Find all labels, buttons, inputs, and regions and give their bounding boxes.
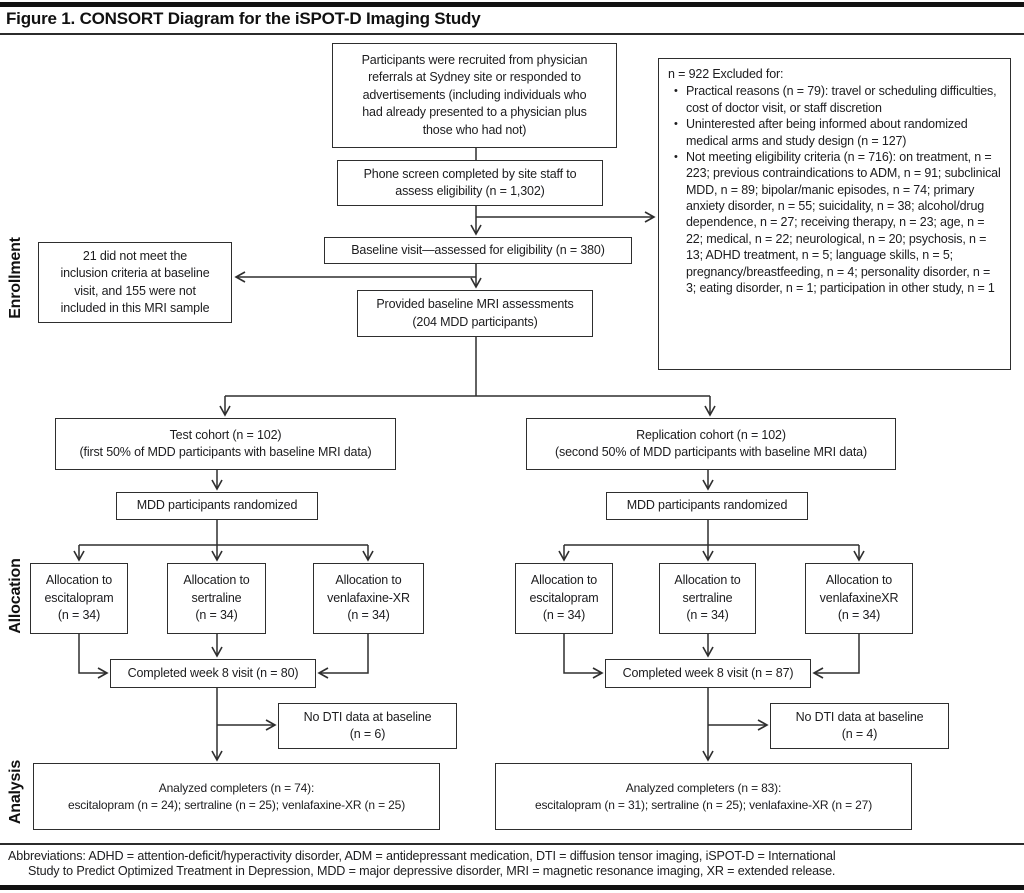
box-not-included: 21 did not meet the inclusion criteria a… [38, 242, 232, 323]
phase-label-enrollment: Enrollment [7, 237, 24, 319]
box-no-dti-right-text: No DTI data at baseline (n = 4) [795, 709, 924, 742]
abbreviations-note: Abbreviations: ADHD = attention-deficit/… [8, 849, 836, 878]
box-recruitment-text: Participants were recruited from physici… [361, 52, 588, 137]
phase-label-allocation: Allocation [7, 558, 24, 634]
excluded-item-text: Practical reasons (n = 79): travel or sc… [686, 84, 997, 115]
box-baseline-visit: Baseline visit—assessed for eligibility … [324, 237, 632, 264]
box-analyzed-right: Analyzed completers (n = 83): escitalopr… [495, 763, 912, 830]
box-no-dti-left-text: No DTI data at baseline (n = 6) [303, 709, 432, 742]
box-recruitment: Participants were recruited from physici… [332, 43, 617, 148]
box-randomized-right: MDD participants randomized [606, 492, 808, 520]
box-alloc-sertraline-right: Allocation to sertraline (n = 34) [659, 563, 756, 634]
box-alloc-text: Allocation to escitalopram (n = 34) [529, 573, 599, 623]
excluded-item: • Uninterested after being informed abou… [668, 116, 1002, 149]
figure-title: Figure 1. CONSORT Diagram for the iSPOT-… [6, 9, 481, 28]
arrow-allocL3-to-completed [317, 634, 369, 679]
box-not-included-text: 21 did not meet the inclusion criteria a… [60, 248, 210, 316]
box-completed-left-text: Completed week 8 visit (n = 80) [127, 665, 299, 680]
box-analyzed-left: Analyzed completers (n = 74): escitalopr… [33, 763, 440, 830]
excluded-header: n = 922 Excluded for: [668, 67, 784, 81]
box-test-cohort: Test cohort (n = 102) (first 50% of MDD … [55, 418, 396, 470]
box-phone-screen-text: Phone screen completed by site staff to … [363, 166, 577, 199]
box-alloc-text: Allocation to escitalopram (n = 34) [44, 573, 114, 623]
box-alloc-sertraline-left: Allocation to sertraline (n = 34) [167, 563, 266, 634]
box-randomized-left-text: MDD participants randomized [136, 498, 298, 513]
bullet-icon: • [674, 118, 678, 131]
box-randomized-right-text: MDD participants randomized [626, 498, 788, 513]
excluded-item: • Practical reasons (n = 79): travel or … [668, 83, 1002, 116]
box-analyzed-right-text: Analyzed completers (n = 83): escitalopr… [534, 780, 873, 812]
box-no-dti-left: No DTI data at baseline (n = 6) [278, 703, 457, 749]
arrow-allocL1-to-completed [78, 634, 109, 679]
box-alloc-text: Allocation to venlafaxine-XR (n = 34) [327, 573, 410, 623]
title-underline-rule [0, 33, 1024, 35]
box-phone-screen: Phone screen completed by site staff to … [337, 160, 603, 206]
excluded-item: • Not meeting eligibility criteria (n = … [668, 149, 1002, 296]
phase-label-analysis: Analysis [7, 759, 24, 825]
footer-top-rule [0, 843, 1024, 845]
box-baseline-visit-text: Baseline visit—assessed for eligibility … [351, 242, 605, 257]
arrow-allocR1-to-completed [563, 634, 604, 679]
box-randomized-left: MDD participants randomized [116, 492, 318, 520]
box-analyzed-left-text: Analyzed completers (n = 74): escitalopr… [67, 780, 406, 812]
box-excluded: n = 922 Excluded for: • Practical reason… [658, 58, 1011, 370]
top-thick-rule [0, 2, 1024, 7]
box-replication-cohort: Replication cohort (n = 102) (second 50%… [526, 418, 896, 470]
box-alloc-text: Allocation to sertraline (n = 34) [183, 573, 250, 623]
box-alloc-venlafaxine-right: Allocation to venlafaxineXR (n = 34) [805, 563, 913, 634]
box-test-cohort-text: Test cohort (n = 102) (first 50% of MDD … [79, 427, 372, 460]
bullet-icon: • [674, 150, 678, 163]
arrow-allocR3-to-completed [812, 634, 860, 679]
box-completed-week8-left: Completed week 8 visit (n = 80) [110, 659, 316, 688]
box-completed-right-text: Completed week 8 visit (n = 87) [622, 665, 794, 680]
box-mri-assessments-text: Provided baseline MRI assessments (204 M… [376, 297, 574, 329]
box-alloc-venlafaxine-left: Allocation to venlafaxine-XR (n = 34) [313, 563, 424, 634]
box-alloc-text: Allocation to venlafaxineXR (n = 34) [819, 573, 899, 623]
bullet-icon: • [674, 85, 678, 98]
box-alloc-escitalopram-left: Allocation to escitalopram (n = 34) [30, 563, 128, 634]
box-completed-week8-right: Completed week 8 visit (n = 87) [605, 659, 811, 688]
excluded-item-text: Uninterested after being informed about … [686, 117, 968, 148]
bottom-thick-rule [0, 885, 1024, 890]
excluded-content: n = 922 Excluded for: • Practical reason… [668, 66, 1002, 296]
box-alloc-escitalopram-right: Allocation to escitalopram (n = 34) [515, 563, 613, 634]
box-alloc-text: Allocation to sertraline (n = 34) [674, 573, 741, 623]
box-no-dti-right: No DTI data at baseline (n = 4) [770, 703, 949, 749]
excluded-item-text: Not meeting eligibility criteria (n = 71… [686, 149, 1001, 295]
box-replication-cohort-text: Replication cohort (n = 102) (second 50%… [554, 427, 868, 460]
box-mri-assessments: Provided baseline MRI assessments (204 M… [357, 290, 593, 337]
